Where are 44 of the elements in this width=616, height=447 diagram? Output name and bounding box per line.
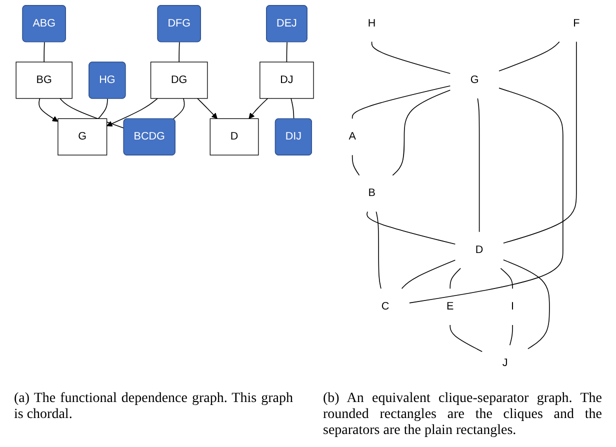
connector <box>503 41 577 244</box>
node-box: D <box>210 118 259 156</box>
node-text: B <box>368 187 376 199</box>
arrow <box>106 98 158 126</box>
node-box: DJ <box>260 62 314 99</box>
arrow <box>248 98 268 119</box>
figure-caption: (a) The functional dependence graph. This graph is chordal. <box>14 391 293 424</box>
node-text: E <box>446 300 454 312</box>
connector <box>376 211 382 289</box>
connector <box>500 268 513 289</box>
arrow <box>197 98 218 119</box>
node-text: F <box>573 18 580 29</box>
connector <box>450 268 461 289</box>
connector <box>401 260 456 289</box>
connector <box>60 98 124 129</box>
node-box: DG <box>150 62 208 99</box>
connector <box>98 98 108 120</box>
connector <box>352 85 451 120</box>
node-text: D <box>475 244 484 256</box>
connector <box>498 41 560 72</box>
connector <box>178 42 180 62</box>
connector <box>509 324 513 346</box>
node-text: A <box>348 130 356 142</box>
connector <box>352 154 360 176</box>
connector <box>172 98 185 120</box>
connector <box>290 98 294 120</box>
connector <box>392 90 451 176</box>
connector <box>450 324 482 352</box>
node-text: J <box>502 357 508 369</box>
connector <box>409 88 564 304</box>
node-text: H <box>368 18 376 29</box>
node-text: G <box>470 74 479 86</box>
node-box: G <box>58 118 108 156</box>
connector <box>366 211 456 245</box>
figure-caption: (b) An equivalent clique-separator graph. The rounded rectangles are the cliques and the separators are the plain rectangles. <box>323 391 602 439</box>
connector <box>286 42 288 62</box>
connector <box>371 41 451 74</box>
arrow <box>38 98 58 122</box>
connector <box>477 98 480 232</box>
node-text: I <box>511 300 514 312</box>
node-box: BG <box>16 62 72 99</box>
node-text: C <box>381 300 390 312</box>
connector <box>503 259 550 350</box>
connector <box>44 42 45 62</box>
